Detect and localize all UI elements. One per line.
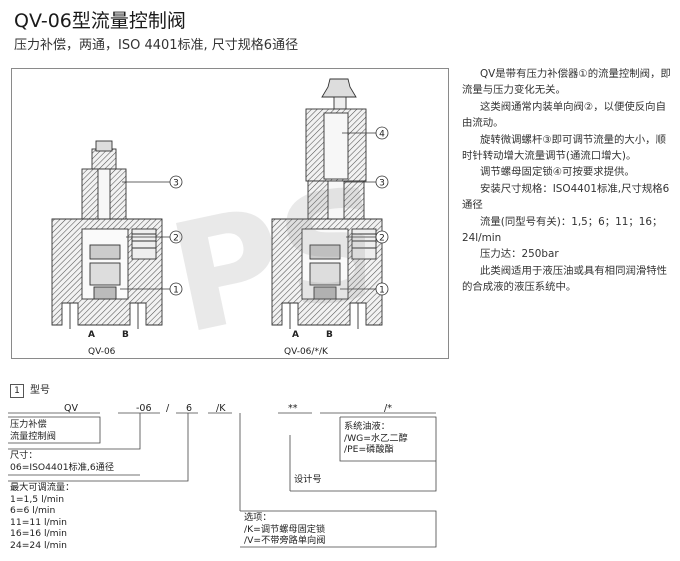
valve-section-drawings: 3 2 1 4 3 2 1 A B A B QV-06 QV-06/*/K [51,78,389,357]
desc-para: 此类阀适用于液压油或具有相同润滑特性的合成液的液压系统中。 [462,264,668,294]
port-a-label-right: A [292,330,299,340]
caption-qv06k: QV-06/*/K [284,347,329,357]
valve-qv06-drawing [51,140,163,329]
desc-para: 流量(同型号有关)：1,5；6；11；16；24l/min [462,215,663,245]
flow-desc: 最大可调流量： 1=1,5 l/min 6=6 l/min 11=11 l/mi… [10,482,74,552]
port-b-label-left: B [122,330,129,340]
flow-desc-line: 最大可调流量： [10,482,75,493]
flow-desc-line: 6=6 l/min [10,505,56,517]
code-flow: 6 [186,403,193,414]
callout-1-right [375,282,389,296]
callout-label: 2 [379,234,385,244]
callout-label: 1 [379,286,385,296]
flow-desc-line: 1=1,5 l/min [10,493,65,505]
callout-2-left [169,230,183,244]
model-section-title: 1 型号 [10,381,50,398]
qv-desc: 压力补偿 流量控制阀 [10,419,56,442]
section-number: 1 [10,384,24,398]
callout-label: 4 [379,130,385,140]
callout-3-left [169,175,183,189]
section-title: 型号 [30,385,50,396]
callout-label: 3 [379,179,385,189]
callout-label: 1 [173,286,179,296]
valve-qv06k-drawing [271,78,383,329]
desc-para: 安装尺寸规格：ISO4401标准,尺寸规格6通径 [462,182,670,212]
options-desc: 选项： /K=调节螺母固定锁 /V=不带旁路单向阀 [244,512,325,547]
qv-desc-line: 流量控制阀 [10,430,56,442]
desc-para: 压力达：250bar [480,248,559,261]
callout-2-right [375,230,389,244]
page-subtitle: 压力补偿，两通，ISO 4401标准, 尺寸规格6通径 [14,38,299,53]
fluid-desc-line: 系统油液： [344,421,390,432]
options-desc-line: 选项： [244,512,272,523]
code-fluid: /* [384,403,392,414]
flow-desc-line: 16=16 l/min [10,528,67,540]
design-desc: 设计号 [294,474,322,485]
options-desc-line: /K=调节螺母固定锁 [244,523,326,535]
port-b-label-right: B [326,330,333,340]
size-desc-line: 尺寸： [10,450,38,461]
callout-1-left [169,282,183,296]
callout-3-right [375,175,389,189]
code-slash: / [166,403,170,414]
flow-desc-line: 11=11 l/min [10,516,67,528]
port-a-label-left: A [88,330,95,340]
code-size: -06 [136,403,152,414]
code-design: ** [288,403,298,414]
fluid-desc: 系统油液： /WG=水乙二醇 /PE=磷酸酯 [344,421,408,456]
flow-desc-line: 24=24 l/min [10,539,67,551]
description-text: QV是带有压力补偿器①的流量控制阀，即流量与压力变化无关。 这类阀通常内装单向阀… [462,66,674,296]
size-desc: 尺寸： 06=ISO4401标准,6通径 [10,450,114,473]
desc-para: 调节螺母固定锁④可按要求提供。 [480,166,635,179]
code-qv: QV [64,403,78,414]
figure-box: 3 2 1 4 3 2 1 A B A B QV-06 QV-06/*/K [11,68,449,359]
code-k: /K [216,403,226,414]
model-code-lines [8,412,437,548]
callouts-left: 3 2 1 [169,175,183,296]
fluid-desc-line: /WG=水乙二醇 [344,432,408,444]
callout-label: 3 [173,179,179,189]
desc-para: 旋转微调螺杆③即可调节流量的大小，顺时针转动增大流量调节(通流口增大)。 [462,133,666,163]
fluid-desc-line: /PE=磷酸酯 [344,444,394,456]
callout-label: 2 [173,234,179,244]
desc-para: 这类阀通常内装单向阀②，以便使反向自由流动。 [462,100,666,130]
callout-4-right [375,126,389,140]
page-title: QV-06型流量控制阀 [14,10,186,32]
qv-desc-line: 压力补偿 [10,419,47,430]
size-desc-line: 06=ISO4401标准,6通径 [10,461,115,473]
callouts-right: 4 3 2 1 [375,126,389,296]
caption-qv06: QV-06 [88,347,116,357]
options-desc-line: /V=不带旁路单向阀 [244,535,326,547]
desc-para: QV是带有压力补偿器①的流量控制阀，即流量与压力变化无关。 [462,68,671,97]
